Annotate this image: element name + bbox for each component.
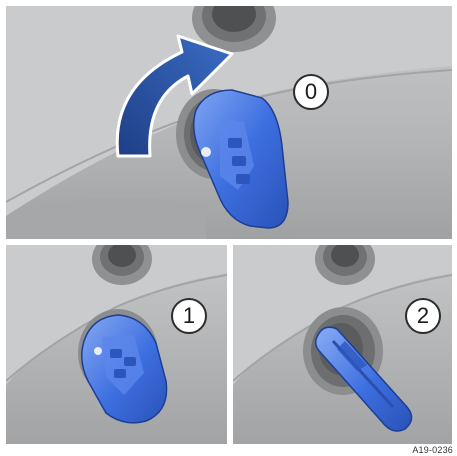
ignition-scene-0 xyxy=(6,6,452,239)
step-badge-2: 2 xyxy=(405,298,441,334)
ignition-scene-2 xyxy=(233,245,452,444)
step-badge-1: 1 xyxy=(171,298,207,334)
ignition-scene-1 xyxy=(6,245,227,444)
illustration-panel-position-2: 2 xyxy=(233,245,452,444)
step-badge-0: 0 xyxy=(293,74,329,110)
illustration-panel-position-0: 0 xyxy=(6,6,452,239)
figure-code: A19-0236 xyxy=(412,445,453,455)
illustration-panel-position-1: 1 xyxy=(6,245,227,444)
